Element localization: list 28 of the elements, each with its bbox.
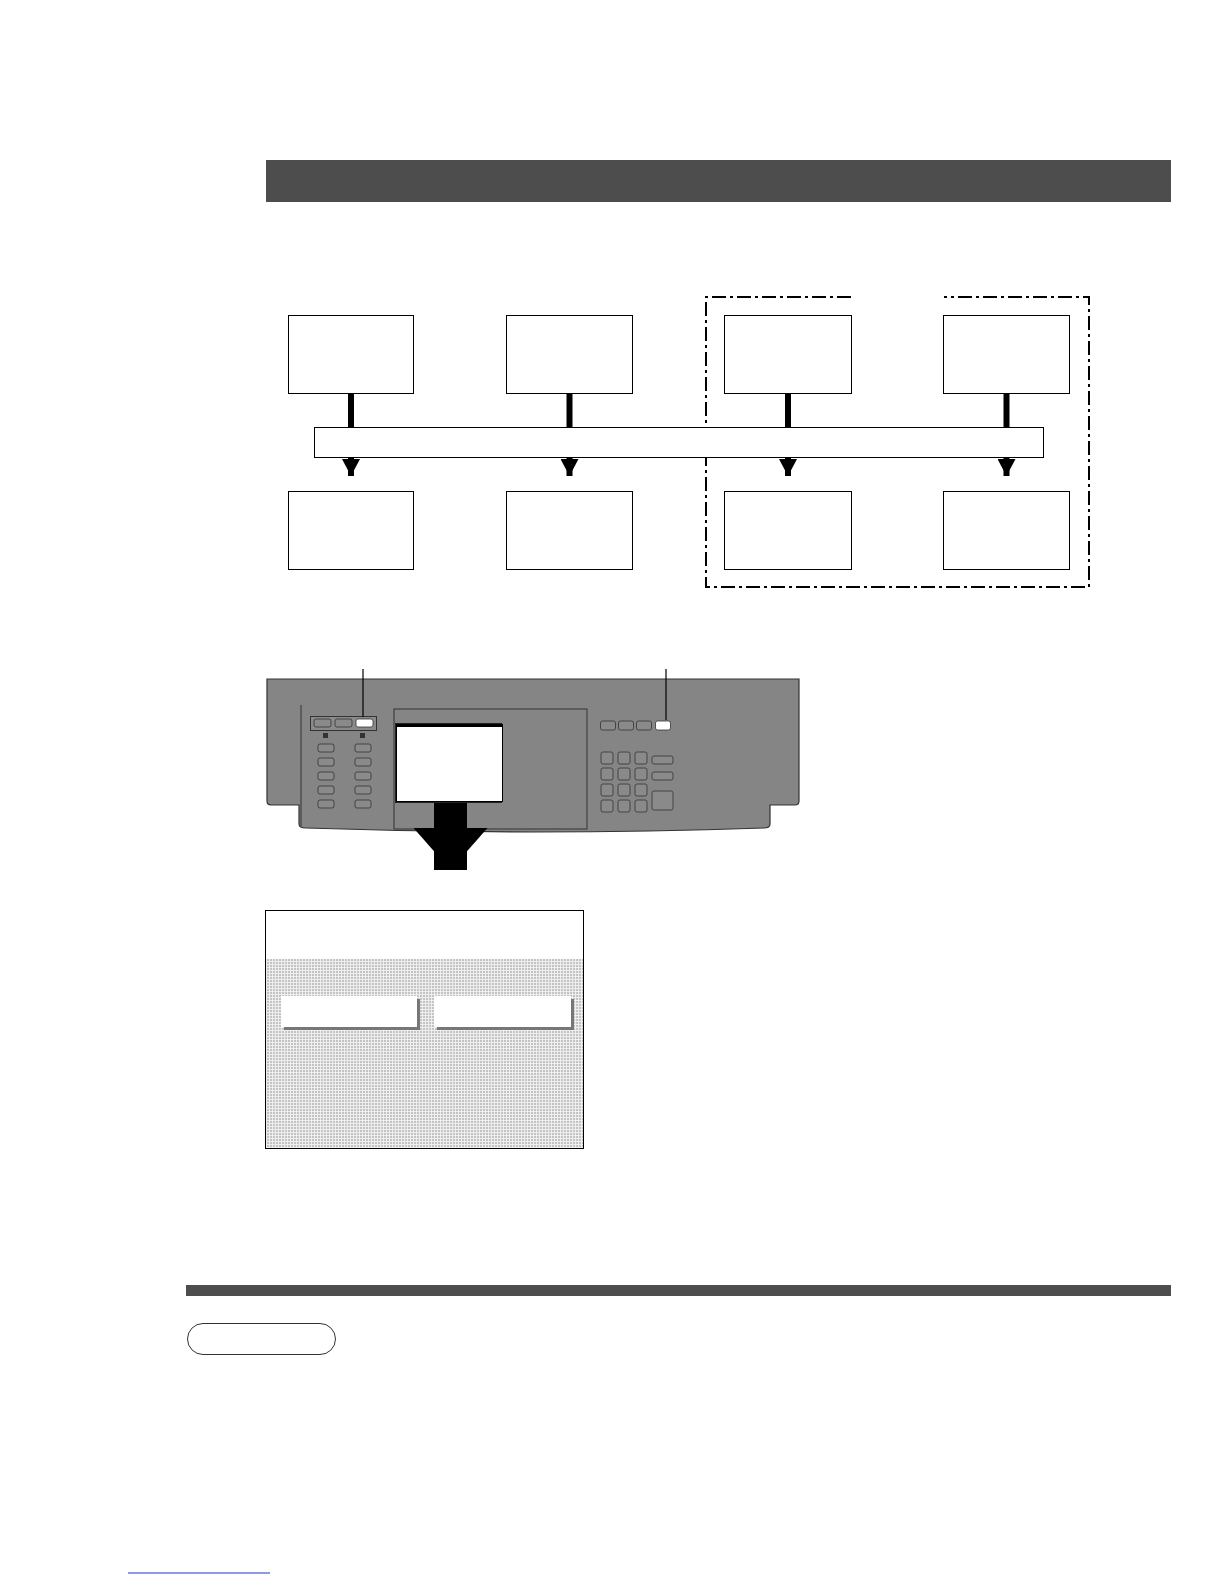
connector-line — [348, 394, 354, 427]
display-screen — [396, 724, 503, 802]
control-panel-drawing — [266, 678, 800, 836]
leader-line — [362, 668, 364, 718]
note-pill — [187, 1323, 336, 1355]
block-arrow — [413, 803, 488, 870]
connector-line — [566, 394, 573, 427]
screen-button — [281, 996, 417, 1027]
process-box — [724, 491, 852, 570]
process-box — [288, 491, 414, 570]
connector-line — [1003, 394, 1010, 427]
process-box — [288, 315, 414, 394]
process-box — [943, 491, 1070, 570]
screen-button — [434, 996, 571, 1027]
arrow — [342, 458, 360, 476]
bus-bar — [314, 427, 1044, 458]
arrow — [779, 458, 797, 476]
process-box — [506, 491, 633, 570]
function-button-row — [600, 719, 672, 732]
process-box — [724, 315, 852, 394]
process-box — [506, 315, 633, 394]
mode-button-group — [310, 716, 377, 731]
screen-panel — [265, 910, 584, 1149]
leader-line — [665, 668, 667, 721]
arrow — [560, 458, 579, 476]
arrow — [997, 458, 1016, 476]
process-box — [943, 315, 1070, 394]
connector-line — [785, 394, 791, 427]
